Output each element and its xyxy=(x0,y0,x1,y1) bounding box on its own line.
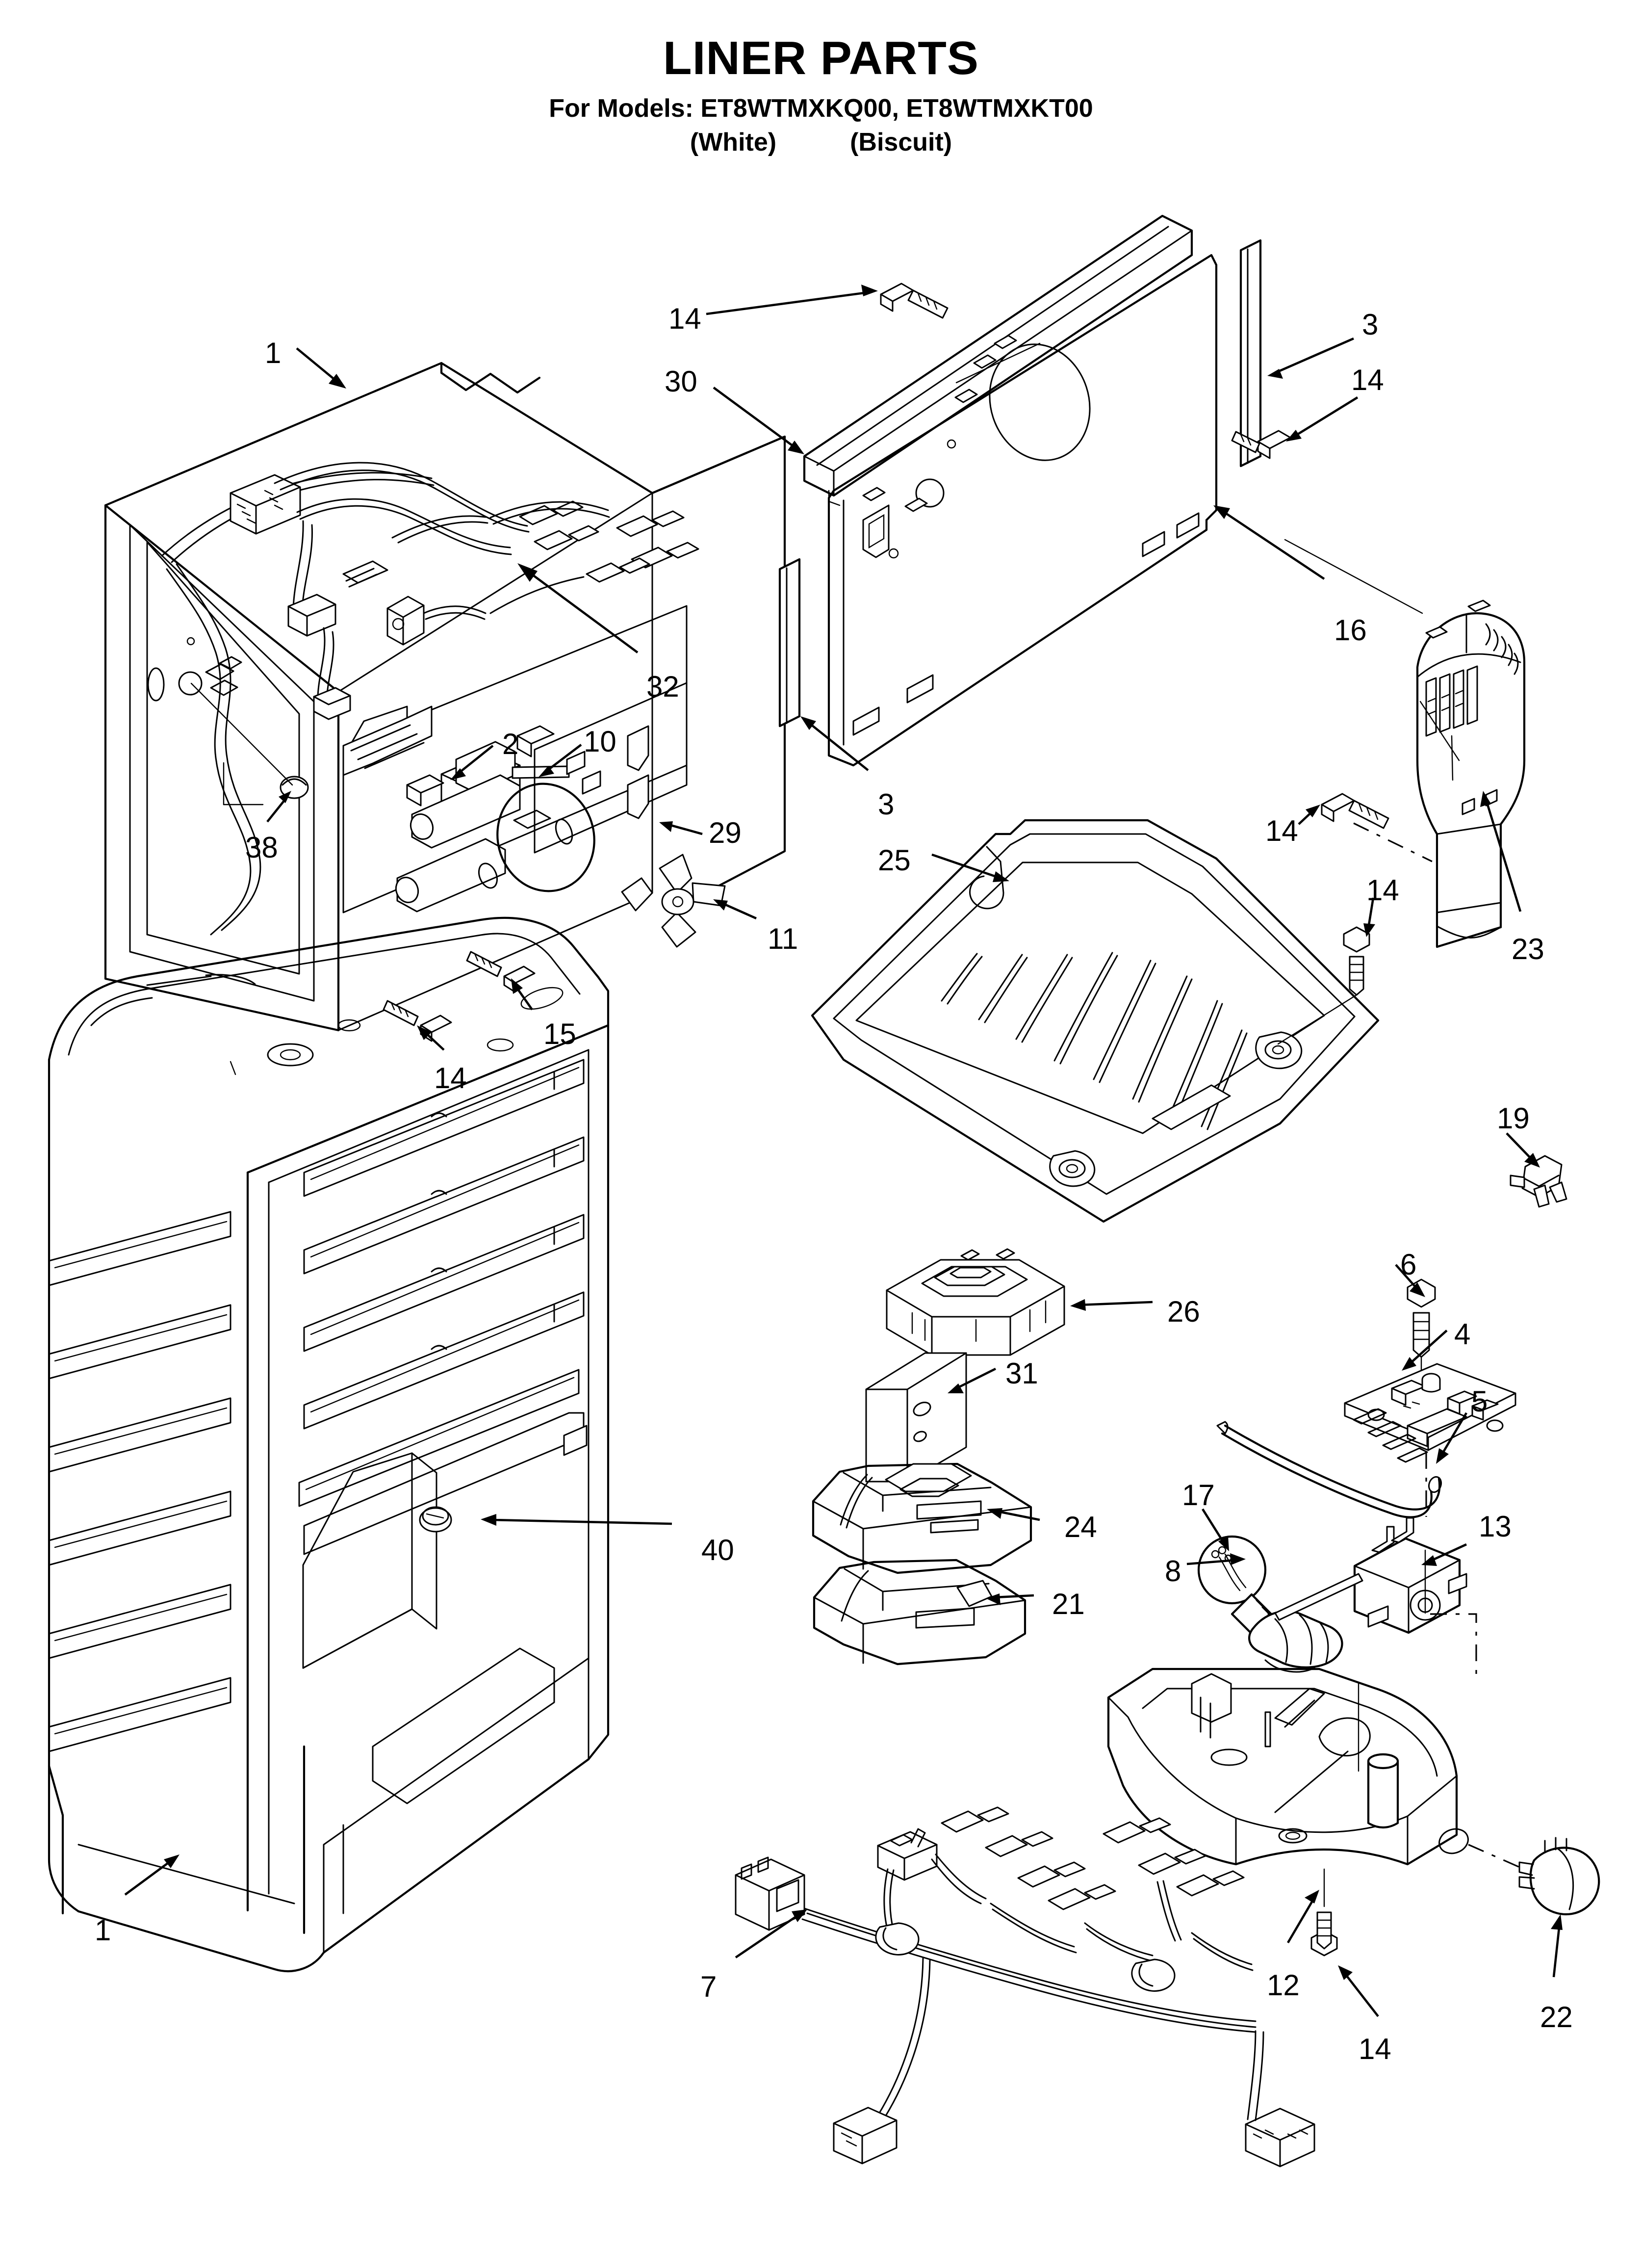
mounting-plate-part-31 xyxy=(865,1352,997,1483)
lower-duct-housing-part-21 xyxy=(813,1559,1034,1666)
evaporator-fan-assembly xyxy=(342,605,757,1052)
callout-21: 21 xyxy=(1052,1588,1085,1620)
callout-23: 23 xyxy=(1512,933,1544,965)
main-liner-cabinet-part-1 xyxy=(48,347,672,1972)
callout-16: 16 xyxy=(1334,614,1367,647)
callout-13: 13 xyxy=(1479,1510,1512,1543)
screw-part-14-top xyxy=(706,283,949,319)
tray-boss-left xyxy=(1049,1150,1096,1187)
upper-duct-housing-part-24 xyxy=(812,1462,1040,1574)
tray-boss-right xyxy=(1255,1031,1303,1069)
callout-1-bottom: 1 xyxy=(95,1914,111,1947)
defrost-timer-part-26 xyxy=(886,1248,1153,1356)
callout-14-duct: 14 xyxy=(1265,814,1298,847)
callout-1-top: 1 xyxy=(265,337,282,369)
fan-blade-part-11 xyxy=(621,854,726,948)
main-wire-harness-part-7 xyxy=(735,1806,1315,2167)
callout-24: 24 xyxy=(1064,1511,1097,1543)
callout-12: 12 xyxy=(1267,1969,1300,2002)
callout-14-tray: 14 xyxy=(1366,874,1399,907)
callout-2: 2 xyxy=(502,728,519,760)
callout-31: 31 xyxy=(1005,1357,1038,1390)
screw-part-14-right xyxy=(1231,396,1359,459)
screw-part-14-tray xyxy=(1277,897,1375,1045)
callout-5: 5 xyxy=(1471,1385,1488,1418)
callout-17: 17 xyxy=(1182,1479,1215,1512)
callout-15: 15 xyxy=(543,1017,576,1050)
drain-plug-part-40 xyxy=(419,1506,452,1533)
callout-6: 6 xyxy=(1400,1248,1417,1281)
fan-shroud-part-29 xyxy=(478,682,688,892)
drip-tray-part-25 xyxy=(811,819,1380,1223)
callout-8: 8 xyxy=(1165,1555,1181,1588)
air-duct-part-23 xyxy=(1284,539,1526,948)
screw-part-6 xyxy=(1395,1264,1436,1385)
drain-pan-housing-part-12 xyxy=(1107,1668,1469,1944)
callout-14-fan: 14 xyxy=(434,1062,467,1095)
wire-clip-part-19 xyxy=(1506,1132,1567,1208)
upper-wire-harness-part-32 xyxy=(161,462,699,720)
callout-11: 11 xyxy=(768,922,798,955)
side-trim-strip-right-part-3 xyxy=(1239,239,1354,468)
callout-30: 30 xyxy=(665,365,697,398)
side-trim-strip-left-part-3 xyxy=(778,558,869,771)
screw-part-14-pan xyxy=(1310,1868,1379,2017)
callout-22: 22 xyxy=(1540,2001,1573,2033)
callout-4: 4 xyxy=(1454,1318,1471,1351)
callout-3-right: 3 xyxy=(1362,308,1379,341)
capillary-tube-part-5 xyxy=(1216,1412,1467,1518)
rear-panel-part-16 xyxy=(827,254,1325,767)
callout-29: 29 xyxy=(709,816,742,849)
washer-part-15 xyxy=(520,987,564,1010)
screw-part-14-fan xyxy=(466,951,536,993)
callout-25: 25 xyxy=(878,844,911,877)
thermostat-part-13 xyxy=(1274,1517,1477,1683)
callout-14-right: 14 xyxy=(1351,364,1384,396)
callout-10: 10 xyxy=(584,725,616,758)
callout-19: 19 xyxy=(1497,1102,1530,1135)
drain-knob-part-22 xyxy=(1468,1837,1600,1978)
screw-part-14-duct xyxy=(1298,793,1433,862)
callout-40: 40 xyxy=(701,1534,734,1566)
screw-part-14-lower xyxy=(383,1000,452,1042)
callout-14-pan: 14 xyxy=(1359,2033,1391,2065)
callout-3-left: 3 xyxy=(878,788,895,821)
control-board-part-4 xyxy=(1344,1330,1516,1517)
callout-14-top: 14 xyxy=(668,302,701,335)
callout-26: 26 xyxy=(1167,1295,1200,1328)
callout-38: 38 xyxy=(245,831,278,864)
rear-panel-top-trim-part-30 xyxy=(713,214,1193,506)
callout-7: 7 xyxy=(700,1970,717,2003)
callout-32: 32 xyxy=(646,670,679,703)
